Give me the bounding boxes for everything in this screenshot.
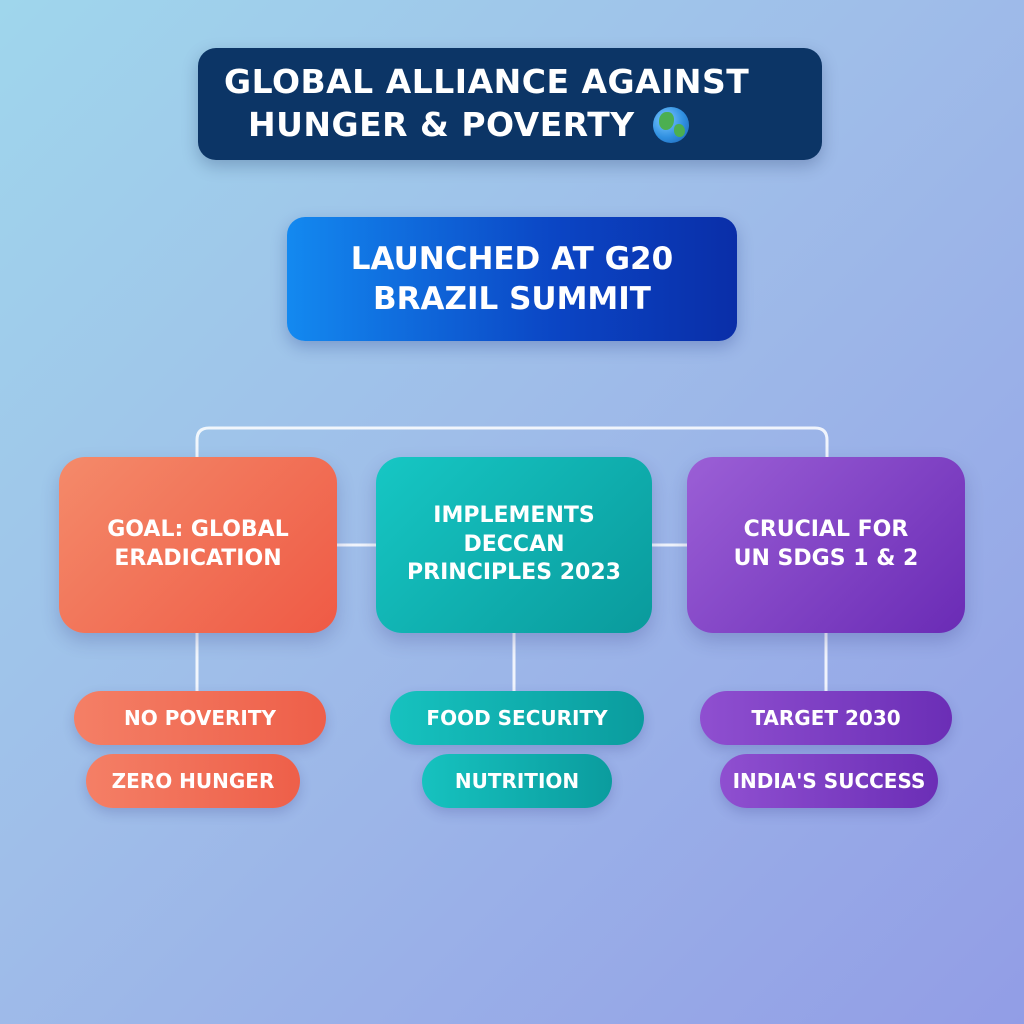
goal-line-2: ERADICATION <box>114 546 282 571</box>
goal-card: GOAL: GLOBAL ERADICATION <box>59 457 337 633</box>
food-security-pill: FOOD SECURITY <box>390 691 644 745</box>
target-2030-pill: TARGET 2030 <box>700 691 952 745</box>
nutrition-pill: NUTRITION <box>422 754 612 808</box>
launch-line-1: LAUNCHED AT G20 <box>350 240 674 277</box>
title-line-1: GLOBAL ALLIANCE AGAINST <box>224 62 750 102</box>
launch-line-2: BRAZIL SUMMIT <box>373 281 651 317</box>
title-banner: GLOBAL ALLIANCE AGAINST HUNGER & POVERTY <box>198 48 822 160</box>
top-bracket-line <box>195 426 829 459</box>
sdg-line-2: UN SDGS 1 & 2 <box>733 546 919 571</box>
globe-icon <box>652 107 689 144</box>
sdg-line-1: CRUCIAL FOR <box>743 517 909 543</box>
zero-hunger-pill: ZERO HUNGER <box>86 754 300 808</box>
goal-line-1: GOAL: GLOBAL <box>107 517 289 543</box>
title-line-2: HUNGER & POVERTY <box>248 105 635 144</box>
no-poverty-pill: NO POVERITY <box>74 691 326 745</box>
sdg-card: CRUCIAL FOR UN SDGS 1 & 2 <box>687 457 965 633</box>
deccan-card: IMPLEMENTS DECCAN PRINCIPLES 2023 <box>376 457 652 633</box>
deccan-line-1: IMPLEMENTS DECCAN <box>433 503 595 557</box>
india-success-pill: INDIA'S SUCCESS <box>720 754 938 808</box>
title-line-2-row: HUNGER & POVERTY <box>224 104 689 147</box>
deccan-line-2: PRINCIPLES 2023 <box>407 560 621 586</box>
launch-box: LAUNCHED AT G20 BRAZIL SUMMIT <box>287 217 737 341</box>
